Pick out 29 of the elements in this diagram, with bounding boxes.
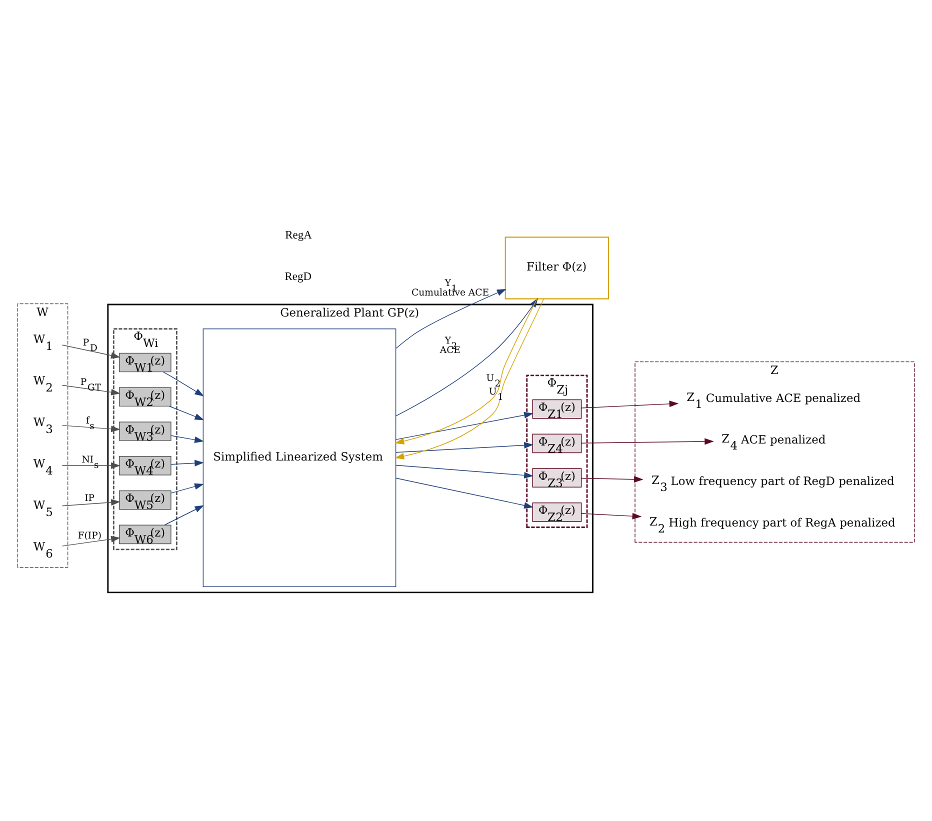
node-box: Simplified Linearized System	[202, 328, 396, 588]
node-label: High frequency part of RegA penalized	[668, 515, 896, 530]
arrow	[170, 435, 204, 443]
arrow	[396, 478, 534, 509]
edge-label: F(IP)	[78, 530, 102, 542]
arrow	[164, 505, 204, 526]
arrow	[62, 425, 120, 432]
arrow	[581, 438, 714, 445]
arrow	[62, 344, 120, 359]
label: RegD	[284, 271, 312, 284]
arrow	[62, 499, 120, 506]
edge-label: IP	[84, 493, 95, 504]
node-label: Cumulative ACE penalized	[706, 390, 861, 405]
label: RegA	[285, 229, 312, 242]
arrow	[581, 400, 679, 408]
arrow	[169, 406, 204, 420]
arrow	[62, 536, 120, 546]
arrow	[396, 412, 534, 440]
node-label: Low frequency part of RegD penalized	[670, 474, 894, 488]
arrow	[396, 442, 534, 453]
arrow	[162, 372, 204, 396]
arrow	[62, 462, 120, 469]
node-label: ACE penalized	[741, 432, 826, 446]
node-box: Filter Φ(z)	[504, 236, 610, 300]
arrow	[396, 464, 534, 479]
arrow	[581, 476, 644, 483]
arrow	[170, 483, 204, 494]
arrow	[170, 460, 204, 466]
arrow	[396, 288, 506, 349]
